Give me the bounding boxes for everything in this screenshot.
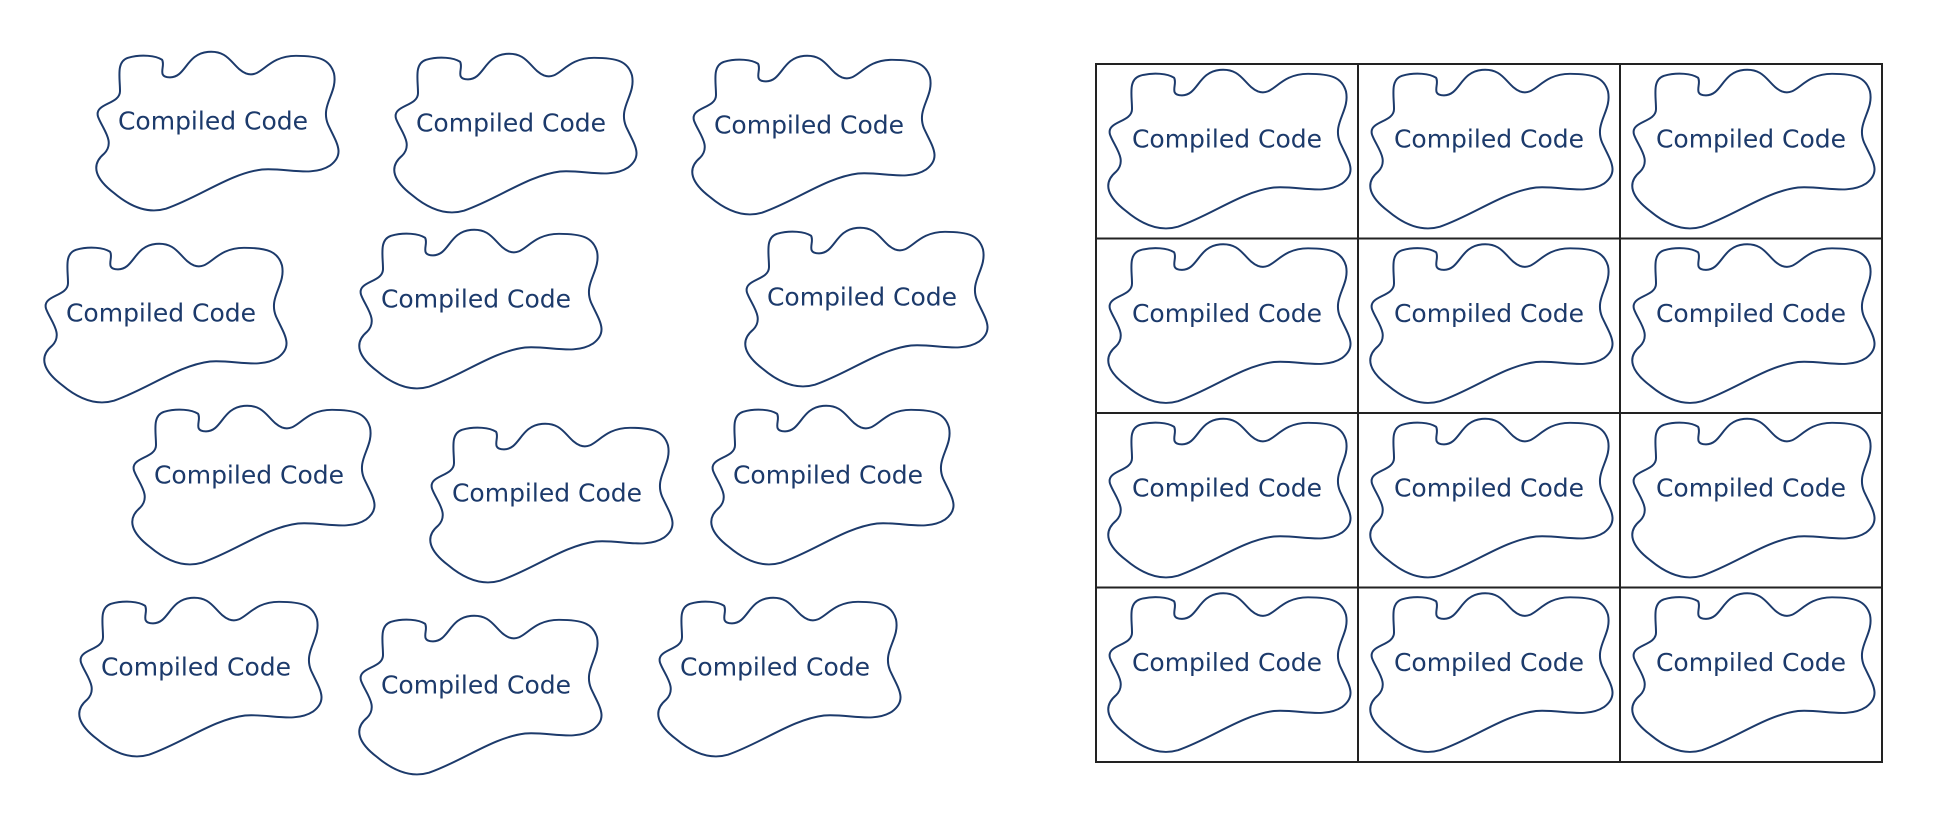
grid-cell-blob: Compiled Code: [1369, 592, 1614, 753]
scattered-blob: Compiled Code: [744, 226, 989, 388]
blob-label: Compiled Code: [680, 653, 870, 682]
blob-label: Compiled Code: [452, 479, 642, 508]
grid-cell-blob: Compiled Code: [1631, 592, 1876, 753]
blob-label: Compiled Code: [1394, 648, 1584, 677]
blob-label: Compiled Code: [1656, 474, 1846, 503]
scattered-blobs: Compiled Code Compiled Code Compiled Cod…: [43, 50, 989, 776]
scattered-blob: Compiled Code: [358, 228, 603, 390]
scattered-blob: Compiled Code: [358, 614, 603, 776]
blob-label: Compiled Code: [1394, 474, 1584, 503]
blob-label: Compiled Code: [1656, 648, 1846, 677]
blob-label: Compiled Code: [66, 299, 256, 328]
blob-label: Compiled Code: [1132, 648, 1322, 677]
blob-label: Compiled Code: [767, 283, 957, 312]
grid-cell-blob: Compiled Code: [1631, 243, 1876, 404]
blob-label: Compiled Code: [1394, 125, 1584, 154]
blob-label: Compiled Code: [1132, 125, 1322, 154]
grid-cell-blob: Compiled Code: [1631, 417, 1876, 579]
grid-cell-blob: Compiled Code: [1107, 592, 1352, 753]
blob-label: Compiled Code: [1394, 299, 1584, 328]
blob-label: Compiled Code: [1656, 125, 1846, 154]
grid-cell-blob: Compiled Code: [1369, 68, 1614, 230]
scattered-blob: Compiled Code: [710, 404, 955, 566]
blob-label: Compiled Code: [101, 653, 291, 682]
scattered-blob: Compiled Code: [78, 596, 323, 758]
scattered-blob: Compiled Code: [657, 596, 902, 758]
blob-grid: Compiled Code Compiled Code Compiled Cod…: [1095, 63, 1883, 763]
grid-cell-blob: Compiled Code: [1107, 243, 1352, 404]
blob-label: Compiled Code: [381, 285, 571, 314]
blob-label: Compiled Code: [714, 111, 904, 140]
scattered-blob: Compiled Code: [691, 54, 936, 216]
blob-label: Compiled Code: [118, 107, 308, 136]
grid-cell-blob: Compiled Code: [1107, 68, 1352, 230]
scattered-blob: Compiled Code: [131, 404, 376, 566]
blob-label: Compiled Code: [1132, 299, 1322, 328]
grid-cell-blob: Compiled Code: [1369, 243, 1614, 404]
scattered-blob: Compiled Code: [393, 52, 638, 214]
blob-label: Compiled Code: [381, 671, 571, 700]
scattered-blob: Compiled Code: [43, 242, 288, 404]
blob-label: Compiled Code: [1132, 474, 1322, 503]
blob-label: Compiled Code: [733, 461, 923, 490]
blob-label: Compiled Code: [1656, 299, 1846, 328]
blob-label: Compiled Code: [416, 109, 606, 138]
scattered-blob: Compiled Code: [95, 50, 340, 212]
grid-cell-blob: Compiled Code: [1631, 68, 1876, 230]
grid-cell-blob: Compiled Code: [1107, 417, 1352, 579]
scattered-blob: Compiled Code: [429, 422, 674, 584]
blob-label: Compiled Code: [154, 461, 344, 490]
grid-cell-blob: Compiled Code: [1369, 417, 1614, 579]
